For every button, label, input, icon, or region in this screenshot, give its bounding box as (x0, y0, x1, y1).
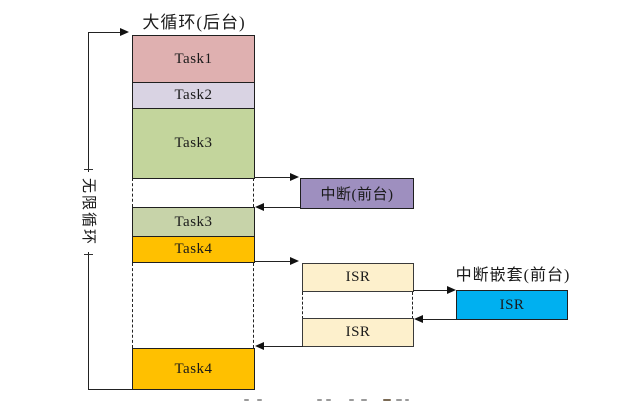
isr-label: ISR (345, 269, 371, 285)
arrow-right-icon (290, 173, 299, 181)
nested-return-line (416, 319, 457, 321)
caption-fragment (361, 399, 367, 401)
caption-fragment (396, 399, 402, 401)
column-gap-dashed-right (253, 178, 254, 207)
task-label: Task2 (174, 87, 213, 103)
task-box-task1: Task1 (132, 35, 255, 83)
isr-gap-dashed-right (412, 292, 413, 319)
loop-label-tick-top (84, 169, 93, 171)
caption-fragment (383, 399, 391, 401)
interrupt-label: 中断(前台) (320, 187, 394, 203)
task-label: Task4 (174, 360, 213, 377)
nested-interrupt-title: 中断嵌套(前台) (455, 267, 571, 284)
task-box-task3-first: Task3 (132, 108, 255, 179)
isr-gap-dashed-left (302, 292, 303, 319)
column-gap2-dashed-left (132, 263, 133, 348)
caption-fragment (317, 399, 322, 401)
isr-box-second: ISR (302, 318, 414, 347)
loop-label-tick-bottom (84, 254, 93, 256)
task-box-task3-second: Task3 (132, 207, 255, 237)
isr-return-line (258, 346, 303, 348)
caption-fragment (405, 399, 409, 401)
arrow-left-icon (255, 203, 264, 211)
task-label: Task3 (174, 135, 213, 151)
caption-fragment (244, 399, 249, 401)
task-box-task2: Task2 (132, 82, 255, 109)
arrow-right-icon (447, 286, 456, 294)
diagram-title: 大循环(后台) (142, 13, 246, 32)
task-box-task4-first: Task4 (132, 236, 255, 263)
interrupt-box: 中断(前台) (300, 178, 414, 209)
isr-call-line (254, 261, 292, 263)
loop-bracket-top-line (88, 32, 121, 34)
arrow-right-icon (120, 28, 129, 36)
arrow-left-icon (414, 315, 423, 323)
task-label: Task1 (174, 50, 213, 67)
nested-call-line (413, 290, 449, 292)
task-label: Task4 (174, 241, 213, 257)
isr-label: ISR (345, 324, 371, 340)
caption-fragment (257, 399, 262, 401)
arrow-left-icon (255, 342, 264, 350)
loop-bracket-bottom-line (88, 389, 132, 391)
interrupt-call-line (254, 177, 292, 179)
column-gap2-dashed-right (253, 263, 254, 348)
arrow-right-icon (290, 257, 299, 265)
interrupt-return-line (258, 207, 301, 209)
task-box-task4-second: Task4 (132, 348, 255, 390)
nested-isr-box: ISR (456, 290, 568, 320)
infinite-loop-label: 无限循环 (79, 172, 97, 252)
task-label: Task3 (174, 213, 213, 230)
caption-fragment (349, 399, 354, 401)
isr-label: ISR (499, 296, 525, 313)
column-gap-dashed-left (132, 178, 133, 207)
isr-box-first: ISR (302, 263, 414, 292)
caption-fragment (326, 399, 331, 401)
